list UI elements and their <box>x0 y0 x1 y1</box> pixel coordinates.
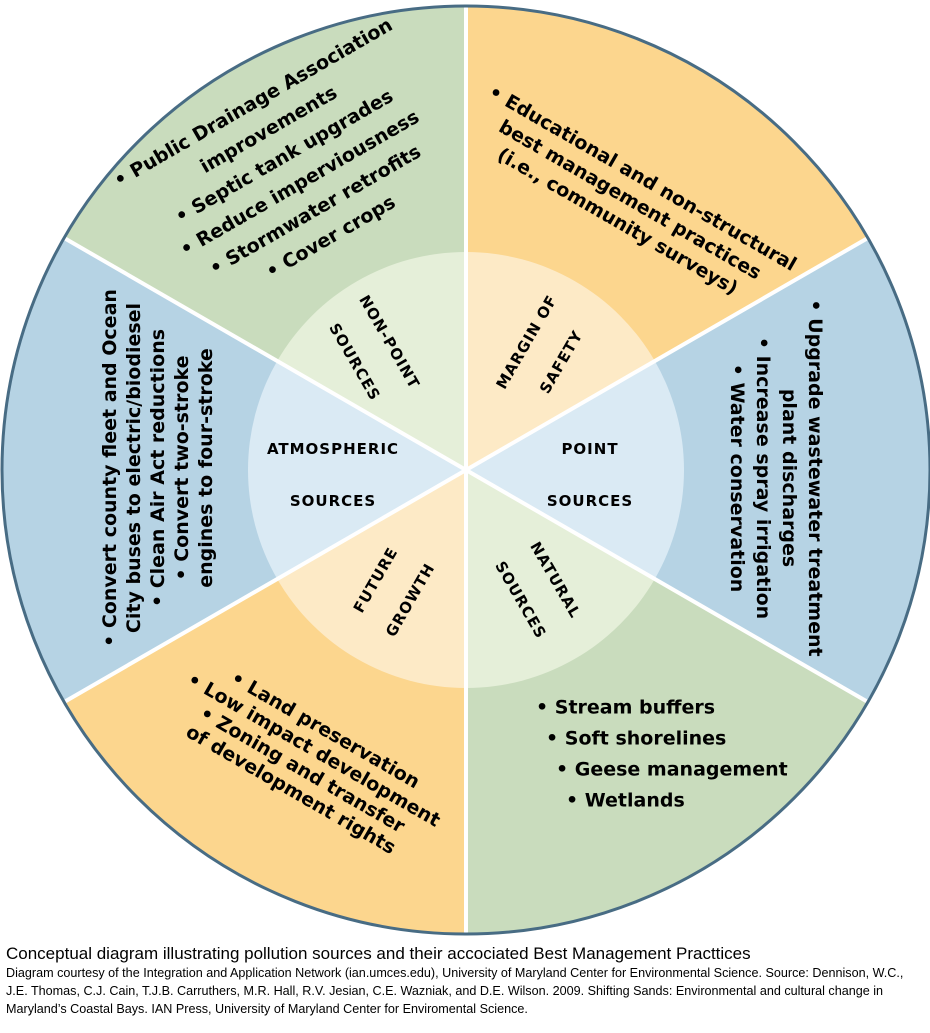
sector-natural-inner <box>466 470 655 688</box>
outer-ring-border <box>0 4 930 936</box>
sector-margin-of-safety-inner <box>466 252 655 470</box>
bmp-list-item: • Water conservation <box>726 364 748 593</box>
sector-point-outer <box>466 238 930 702</box>
bmp-list-item: plant discharges <box>778 389 800 567</box>
sector-future-growth-inner <box>277 470 466 688</box>
hub-label-atmospheric: ATMOSPHERIC SOURCES <box>267 440 399 510</box>
hub-label-line: SOURCES <box>547 492 633 510</box>
sector-point-inner <box>466 361 684 579</box>
sector-divider <box>465 468 869 704</box>
bmp-list-natural: • Stream buffers • Soft shorelines • Geese… <box>536 697 788 812</box>
bmp-list-item: • Wetlands <box>566 790 685 812</box>
inner-hub <box>248 252 684 688</box>
bmp-list-item: • Convert county fleet and Ocean <box>99 289 121 647</box>
bmp-list-item: • Geese management <box>556 759 788 781</box>
sector-non-point-inner <box>277 252 466 470</box>
sector-divider <box>63 236 467 472</box>
hub-label-line: ATMOSPHERIC <box>267 440 399 458</box>
bmp-list-item: • Convert two-stroke <box>171 355 193 580</box>
bmp-list-item: • Increase spray irrigation <box>752 337 774 619</box>
caption-title: Conceptual diagram illustrating pollutio… <box>6 944 751 963</box>
hub-label-line: SOURCES <box>290 492 376 510</box>
bmp-list-item: City buses to electric/biodiesel <box>123 303 145 633</box>
caption-credit: Diagram courtesy of the Integration and … <box>6 966 904 1016</box>
sector-dividers <box>63 6 869 934</box>
bmp-list-item: • Upgrade wastewater treatment <box>804 299 826 656</box>
bmp-list-item: • Clean Air Act reductions <box>147 329 169 607</box>
bmp-list-item: • Soft shorelines <box>546 728 726 750</box>
sector-divider <box>63 468 467 704</box>
bmp-list-item: engines to four-stroke <box>195 348 217 588</box>
hub-label-line: POINT <box>561 440 618 458</box>
sector-atmospheric-inner <box>248 361 466 579</box>
hub-label-point: POINT SOURCES <box>547 440 633 510</box>
figure-caption: Conceptual diagram illustrating pollutio… <box>6 944 926 1018</box>
bmp-list-item: • Stream buffers <box>536 697 715 719</box>
sector-divider <box>465 236 869 472</box>
sector-atmospheric-outer <box>1 238 467 702</box>
